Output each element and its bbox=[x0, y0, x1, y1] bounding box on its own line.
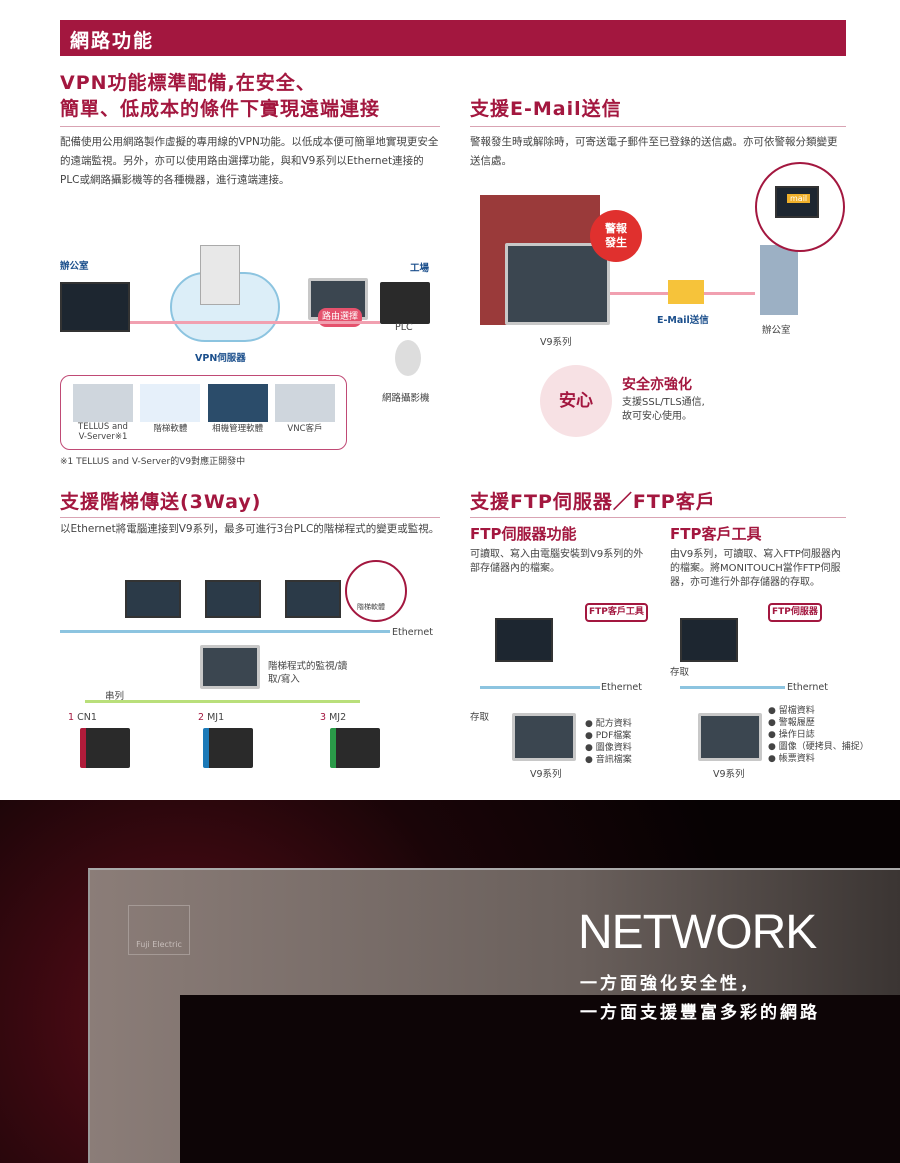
plc-label: PLC bbox=[395, 322, 413, 333]
footnote: ※1 TELLUS and V-Server的V9對應正開發中 bbox=[60, 457, 246, 467]
v9-label: V9系列 bbox=[713, 769, 745, 780]
factory-label: 工場 bbox=[410, 263, 430, 274]
vpn-server-label: VPN伺服器 bbox=[195, 353, 246, 364]
section-header: 網路功能 bbox=[60, 20, 846, 56]
laptop-icon bbox=[125, 580, 181, 618]
fuji-electric-logo: Fuji Electric bbox=[128, 905, 190, 955]
panel-screen bbox=[180, 995, 900, 1163]
vpn-title: VPN功能標準配備,在安全、簡單、低成本的條件下實現遠端連接 bbox=[60, 72, 381, 120]
mail-bubble: mail bbox=[755, 162, 845, 252]
connection-line bbox=[130, 321, 380, 324]
ftp-client-body: 由V9系列，可讀取、寫入FTP伺服器內的檔案。將MONITOUCH當作FTP伺服… bbox=[670, 549, 841, 588]
access-label: 存取 bbox=[470, 712, 490, 723]
software-vnc: VNC客戶 bbox=[287, 424, 323, 434]
divider bbox=[60, 126, 440, 127]
port-number: 2 bbox=[198, 712, 205, 723]
plc-row: 1 CN1 2 MJ1 3 MJ2 bbox=[68, 712, 398, 772]
plc-icon bbox=[80, 728, 130, 768]
plc-icon bbox=[380, 282, 430, 324]
software-box: TELLUS and V-Server※1 階梯軟體 相機管理軟體 VNC客戶 bbox=[60, 375, 347, 450]
software-tellus: TELLUS and V-Server※1 bbox=[78, 422, 128, 442]
ladder-sw-label: 階梯軟體 bbox=[357, 603, 385, 611]
access-label: 存取 bbox=[670, 667, 690, 678]
port-mj2: MJ2 bbox=[329, 712, 347, 723]
port-number: 3 bbox=[320, 712, 327, 723]
plc-icon bbox=[330, 728, 380, 768]
ethernet-line bbox=[60, 630, 390, 633]
ethernet-label: Ethernet bbox=[392, 627, 433, 638]
divider bbox=[470, 517, 846, 518]
serial-label: 串列 bbox=[105, 691, 125, 702]
ladder-body: 以Ethernet將電腦連接到V9系列，最多可進行3台PLC的階梯程式的變更或監… bbox=[60, 523, 440, 535]
ftp-client-tool-tag: FTP客戶工具 bbox=[585, 603, 648, 622]
v9-panel-icon bbox=[200, 645, 260, 689]
ladder-title: 支援階梯傳送(3Way) bbox=[60, 491, 262, 513]
port-mj1: MJ1 bbox=[207, 712, 225, 723]
hero-subtitle: 一方面強化安全性，一方面支援豐富多彩的網路 bbox=[580, 974, 820, 1023]
plc-icon bbox=[203, 728, 253, 768]
monitor-label: 階梯程式的監視/讀取/寫入 bbox=[268, 661, 348, 685]
port-cn1: CN1 bbox=[77, 712, 97, 723]
ftp-server-tag: FTP伺服器 bbox=[768, 603, 822, 622]
ethernet-label: Ethernet bbox=[787, 682, 828, 693]
office-pc-icon bbox=[60, 282, 130, 332]
hero-title: NETWORK bbox=[578, 906, 817, 959]
email-body: 警報發生時或解除時，可寄送電子郵件至已登錄的送信處。亦可依警報分類變更送信處。 bbox=[470, 136, 838, 167]
security-title: 安全亦強化 bbox=[622, 377, 692, 393]
v9-label: V9系列 bbox=[530, 769, 562, 780]
email-title: 支援E-Mail送信 bbox=[470, 98, 622, 120]
ftp-server-body: 可讀取、寫入由電腦安裝到V9系列的外部存儲器內的檔案。 bbox=[470, 549, 644, 574]
v9-panel-icon bbox=[698, 713, 762, 761]
ftp-client-title: FTP客戶工具 bbox=[670, 525, 762, 543]
ethernet-label: Ethernet bbox=[601, 682, 642, 693]
envelope-icon bbox=[668, 280, 704, 304]
divider bbox=[470, 126, 846, 127]
email-send-label: E-Mail送信 bbox=[657, 315, 709, 326]
client-file-list: ● 留檔資料● 警報履歷● 操作日誌● 圖像（硬拷貝、捕捉）● 帳票資料 bbox=[768, 706, 869, 764]
pc-icon bbox=[495, 618, 553, 662]
laptop-icon bbox=[205, 580, 261, 618]
ftp-title: 支援FTP伺服器／FTP客戶 bbox=[470, 491, 716, 513]
mail-icon: mail bbox=[787, 194, 811, 203]
port-number: 1 bbox=[68, 712, 75, 723]
software-ladder: 階梯軟體 bbox=[153, 424, 188, 434]
section-title: 網路功能 bbox=[70, 30, 155, 52]
serial-line bbox=[85, 700, 360, 703]
server-file-list: ● 配方資料● PDF檔案● 圖像資料● 音訊檔案 bbox=[585, 719, 632, 765]
security-body: 支援SSL/TLS通信,故可安心使用。 bbox=[622, 397, 705, 422]
ftp-server-title: FTP伺服器功能 bbox=[470, 525, 577, 543]
pc-icon bbox=[680, 618, 738, 662]
v9-label: V9系列 bbox=[540, 337, 572, 348]
camera-icon bbox=[395, 340, 421, 376]
v9-panel-icon bbox=[505, 243, 610, 325]
software-camera: 相機管理軟體 bbox=[212, 424, 264, 434]
v9-panel-icon bbox=[512, 713, 576, 761]
ethernet-line bbox=[480, 686, 600, 689]
ethernet-line bbox=[680, 686, 785, 689]
laptop-icon bbox=[285, 580, 341, 618]
camera-label: 網路攝影機 bbox=[382, 393, 430, 404]
vpn-body: 配備使用公用網路製作虛擬的專用線的VPN功能。以低成本便可簡單地實現更安全的遠端… bbox=[60, 136, 439, 186]
vpn-server-icon bbox=[200, 245, 240, 305]
office-building-icon bbox=[760, 245, 798, 315]
office-label: 辦公室 bbox=[60, 261, 89, 272]
vpn-diagram: 辦公室 工場 VPN伺服器 路由選擇 PLC 網路攝影機 TELLUS and … bbox=[60, 200, 440, 470]
ladder-sw-bubble: 階梯軟體 bbox=[345, 560, 407, 622]
router-badge: 路由選擇 bbox=[318, 308, 363, 327]
divider bbox=[60, 517, 440, 518]
alarm-badge: 警報發生 bbox=[590, 210, 642, 262]
security-badge: 安心 bbox=[540, 365, 612, 437]
office-label: 辦公室 bbox=[762, 325, 791, 336]
